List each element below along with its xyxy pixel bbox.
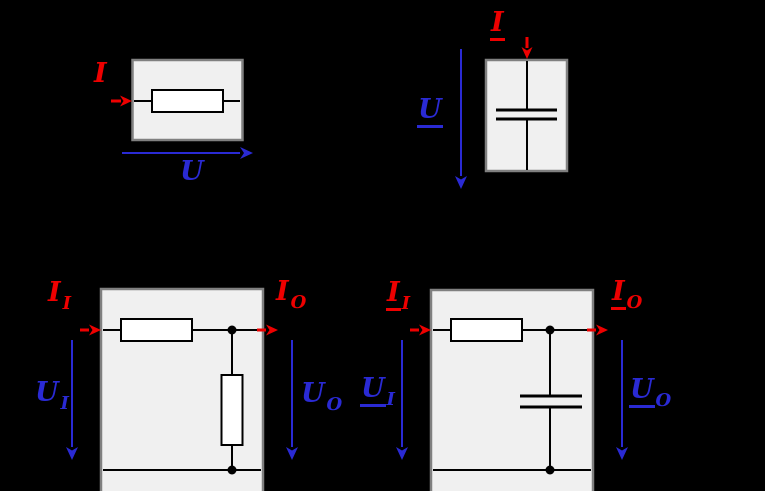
voltage-arrowhead-icon [240, 147, 253, 159]
output-current-arrowhead-icon [266, 324, 278, 336]
output-voltage-arrowhead-icon [286, 447, 298, 460]
series-resistor-symbol [450, 318, 523, 342]
resistor-element-diagram [111, 58, 253, 159]
d1-current-label: I [94, 58, 107, 89]
d1-voltage-label: U [180, 156, 204, 187]
shunt-resistor-symbol [220, 374, 244, 446]
capacitor-element-diagram [455, 37, 569, 189]
input-voltage-arrowhead-icon [396, 447, 408, 460]
junction-node [227, 325, 237, 335]
d2-voltage-label: U [417, 96, 443, 128]
series-resistor-symbol [120, 318, 193, 342]
current-arrowhead-icon [521, 47, 533, 59]
d2-current-label: I [490, 9, 505, 41]
output-current-arrowhead-icon [596, 324, 608, 336]
input-voltage-arrowhead-icon [66, 447, 78, 460]
output-voltage-arrowhead-icon [616, 447, 628, 460]
current-arrowhead-icon [120, 95, 132, 107]
input-current-arrowhead-icon [89, 324, 101, 336]
junction-node [545, 325, 555, 335]
resistor-symbol [151, 89, 224, 113]
input-current-arrowhead-icon [419, 324, 431, 336]
voltage-arrowhead-icon [455, 176, 467, 189]
junction-node [545, 465, 555, 475]
resistor-divider-diagram [66, 287, 298, 491]
rc-lowpass-diagram [396, 288, 628, 491]
junction-node [227, 465, 237, 475]
